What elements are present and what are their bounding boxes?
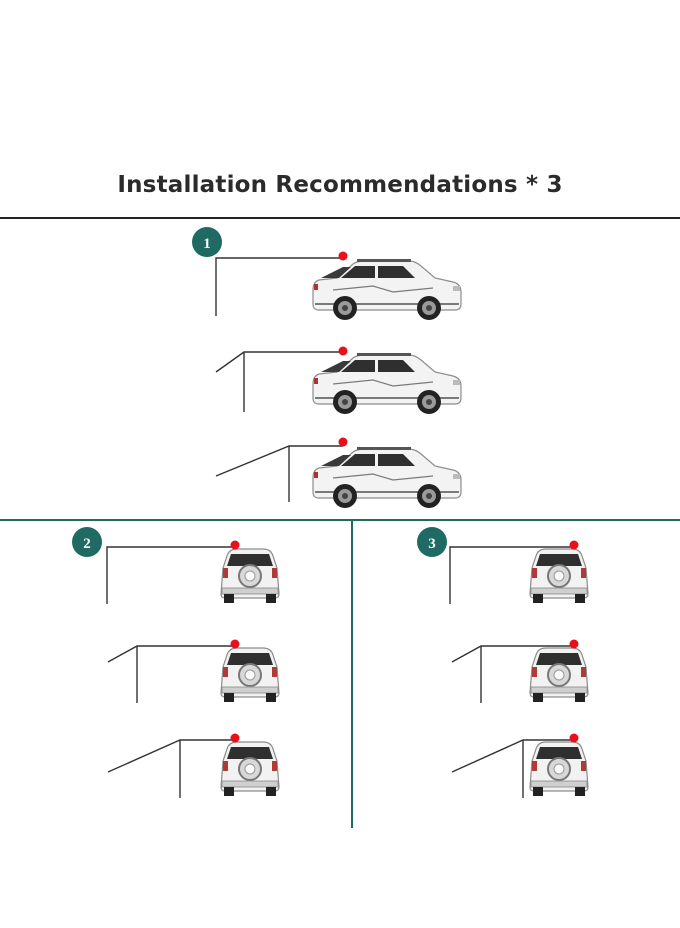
section-1-badge [192, 227, 222, 257]
rear-right-row-2 [451, 639, 589, 703]
mount-point [230, 733, 240, 743]
section-3: 3 [417, 527, 589, 798]
page-title: Installation Recommendations * 3 [117, 172, 563, 198]
mount-point [338, 437, 348, 447]
rear-right-row-1 [449, 540, 589, 604]
mount-point [230, 540, 240, 550]
mount-point [569, 733, 579, 743]
section-1-badge-label: 1 [203, 236, 211, 252]
rear-left-row-3 [107, 733, 280, 798]
rear-left-row-1 [106, 540, 280, 604]
mount-point [569, 639, 579, 649]
mount-point [230, 639, 240, 649]
mount-point [569, 540, 579, 550]
mount-point [338, 346, 348, 356]
section-2-badge-label: 2 [83, 536, 91, 552]
rear-right-row-3 [451, 733, 589, 798]
side-row-1 [215, 251, 462, 321]
mount-point [338, 251, 348, 261]
section-3-badge-label: 3 [428, 536, 436, 552]
section-2-badge [72, 527, 102, 557]
side-row-3 [215, 437, 462, 509]
section-1: 1 [192, 227, 462, 509]
section-2: 2 [72, 527, 280, 798]
side-row-2 [215, 346, 462, 415]
section-3-badge [417, 527, 447, 557]
rear-left-row-2 [107, 639, 280, 703]
